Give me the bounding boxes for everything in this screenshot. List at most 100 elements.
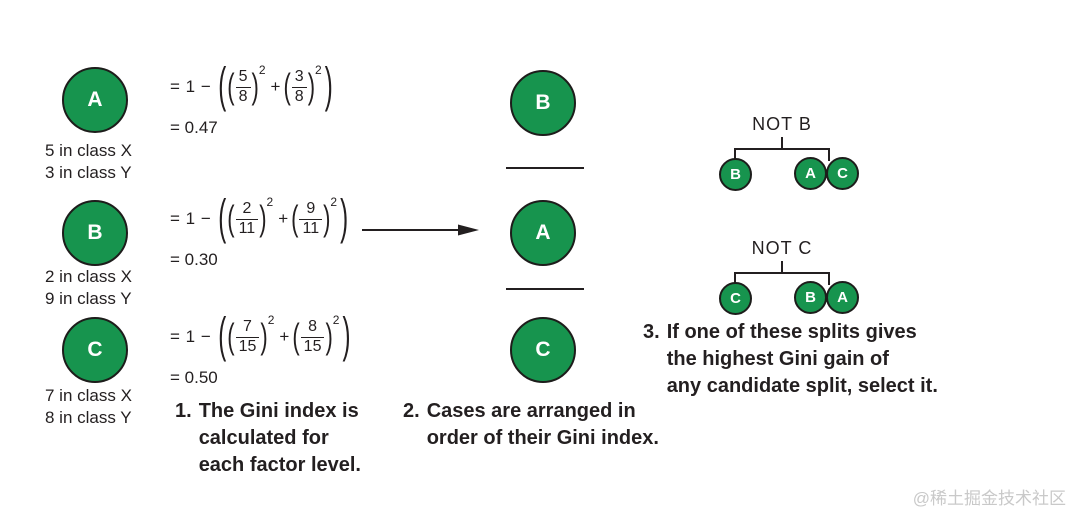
tree-node-label: B bbox=[730, 166, 741, 183]
close-paren-inner: ) bbox=[251, 66, 259, 107]
tree-node-label: B bbox=[805, 289, 816, 306]
fraction: 2 11 bbox=[235, 200, 259, 238]
formula-prefix: = 1 − bbox=[170, 209, 212, 228]
step-number-2: 2. bbox=[403, 400, 420, 422]
close-paren-inner: ) bbox=[259, 198, 267, 239]
tree-bracket bbox=[734, 148, 830, 161]
close-paren-inner: ) bbox=[307, 66, 316, 107]
open-paren-outer: ( bbox=[218, 190, 227, 246]
tree-node-label: A bbox=[805, 165, 816, 182]
close-paren-inner: ) bbox=[260, 316, 268, 357]
gini-expression-c: = 1 − ( ( 7 15 ) 2 + ( 8 15 ) 2 ) bbox=[170, 310, 351, 364]
ordered-node-3-label: C bbox=[535, 338, 551, 361]
fraction: 7 15 bbox=[235, 318, 260, 356]
exponent: 2 bbox=[315, 63, 322, 77]
step-number-1: 1. bbox=[175, 400, 192, 422]
plus-sign: + bbox=[279, 327, 290, 346]
caption-line: the highest Gini gain of bbox=[666, 348, 889, 370]
class-counts-a: 5 in class X 3 in class Y bbox=[45, 140, 132, 184]
step-caption-3: 3. If one of these splits gives the high… bbox=[643, 319, 938, 400]
step-text-3: If one of these splits gives the highest… bbox=[667, 319, 938, 400]
caption-line: Cases are arranged in bbox=[426, 400, 636, 422]
watermark: @稀土掘金技术社区 bbox=[912, 489, 1066, 508]
fraction-numerator: 3 bbox=[294, 68, 304, 86]
step-caption-1: 1. The Gini index is calculated for each… bbox=[175, 398, 361, 479]
open-paren-inner: ( bbox=[227, 66, 235, 107]
close-paren-inner: ) bbox=[325, 316, 333, 357]
factor-node-c-circle: C bbox=[62, 317, 128, 383]
open-paren-inner: ( bbox=[283, 66, 291, 107]
fraction-denominator: 15 bbox=[300, 336, 325, 356]
factor-node-a-label: A bbox=[87, 88, 103, 111]
tree-not-b-right-node-2: C bbox=[826, 157, 859, 190]
gini-result-b: = 0.30 bbox=[170, 250, 218, 269]
gini-expression-a: = 1 − ( ( 5 8 ) 2 + ( 3 8 ) 2 ) bbox=[170, 60, 334, 114]
open-paren-inner: ( bbox=[291, 198, 299, 239]
tree-node-label: C bbox=[837, 165, 848, 182]
gini-result-a: = 0.47 bbox=[170, 118, 218, 137]
gini-formula-a: = 1 − ( ( 5 8 ) 2 + ( 3 8 ) 2 ) = 0.47 bbox=[170, 60, 334, 138]
factor-node-a-circle: A bbox=[62, 67, 128, 133]
class-count-a-y: 3 in class Y bbox=[45, 163, 132, 182]
close-paren-inner: ) bbox=[323, 198, 331, 239]
ordered-node-1-label: B bbox=[535, 91, 551, 114]
plus-sign: + bbox=[270, 77, 281, 96]
caption-line: If one of these splits gives bbox=[666, 321, 917, 343]
fraction-denominator: 8 bbox=[235, 86, 251, 106]
class-counts-b: 2 in class X 9 in class Y bbox=[45, 266, 132, 310]
fraction-denominator: 15 bbox=[235, 336, 260, 356]
tree-not-b-left-node: B bbox=[719, 158, 752, 191]
fraction-numerator: 9 bbox=[306, 200, 316, 218]
tree-node-label: C bbox=[730, 290, 741, 307]
tree-title-not-b: NOT B bbox=[752, 114, 812, 134]
order-divider-1 bbox=[506, 167, 584, 169]
gini-formula-c: = 1 − ( ( 7 15 ) 2 + ( 8 15 ) 2 ) = 0.50 bbox=[170, 310, 351, 388]
split-tree-not-c: NOT C C B A bbox=[700, 238, 864, 318]
fraction: 8 15 bbox=[300, 318, 325, 356]
fraction-denominator: 8 bbox=[291, 86, 307, 106]
formula-prefix: = 1 − bbox=[170, 77, 212, 96]
class-count-c-x: 7 in class X bbox=[45, 386, 132, 405]
factor-node-b-circle: B bbox=[62, 200, 128, 266]
gini-formula-b: = 1 − ( ( 2 11 ) 2 + ( 9 11 ) 2 ) = 0.30 bbox=[170, 192, 349, 270]
fraction-denominator: 11 bbox=[235, 218, 259, 238]
caption-line: any candidate split, select it. bbox=[666, 375, 938, 397]
close-paren-outer: ) bbox=[324, 58, 333, 114]
ordered-node-2-label: A bbox=[535, 221, 551, 244]
fraction-numerator: 2 bbox=[242, 200, 252, 218]
step-text-2: Cases are arranged in order of their Gin… bbox=[427, 398, 659, 452]
open-paren-inner: ( bbox=[227, 198, 235, 239]
ordered-node-1-circle: B bbox=[510, 70, 576, 136]
open-paren-outer: ( bbox=[218, 58, 227, 114]
fraction-numerator: 5 bbox=[238, 68, 248, 86]
class-counts-c: 7 in class X 8 in class Y bbox=[45, 385, 132, 429]
fraction: 9 11 bbox=[299, 200, 323, 238]
caption-line: The Gini index is bbox=[198, 400, 359, 422]
fraction-numerator: 8 bbox=[308, 318, 318, 336]
fraction: 3 8 bbox=[291, 68, 307, 106]
flow-arrow-icon bbox=[362, 224, 479, 236]
step-number-3: 3. bbox=[643, 321, 660, 343]
factor-node-c-label: C bbox=[87, 338, 103, 361]
tree-not-c-right-node-1: B bbox=[794, 281, 827, 314]
step-text-1: The Gini index is calculated for each fa… bbox=[199, 398, 361, 479]
open-paren-inner: ( bbox=[292, 316, 300, 357]
exponent: 2 bbox=[267, 313, 275, 327]
caption-line: order of their Gini index. bbox=[426, 427, 659, 449]
plus-sign: + bbox=[278, 209, 289, 228]
gini-expression-b: = 1 − ( ( 2 11 ) 2 + ( 9 11 ) 2 ) bbox=[170, 192, 349, 246]
exponent: 2 bbox=[266, 195, 274, 209]
class-count-a-x: 5 in class X bbox=[45, 141, 132, 160]
class-count-b-y: 9 in class Y bbox=[45, 289, 132, 308]
fraction: 5 8 bbox=[235, 68, 251, 106]
fraction-numerator: 7 bbox=[243, 318, 252, 336]
exponent: 2 bbox=[332, 313, 340, 327]
tree-bracket bbox=[734, 272, 830, 285]
close-paren-outer: ) bbox=[342, 308, 351, 364]
gini-result-c: = 0.50 bbox=[170, 368, 218, 387]
tree-stem bbox=[781, 261, 783, 272]
tree-node-label: A bbox=[837, 289, 848, 306]
class-count-b-x: 2 in class X bbox=[45, 267, 132, 286]
ordered-node-3-circle: C bbox=[510, 317, 576, 383]
